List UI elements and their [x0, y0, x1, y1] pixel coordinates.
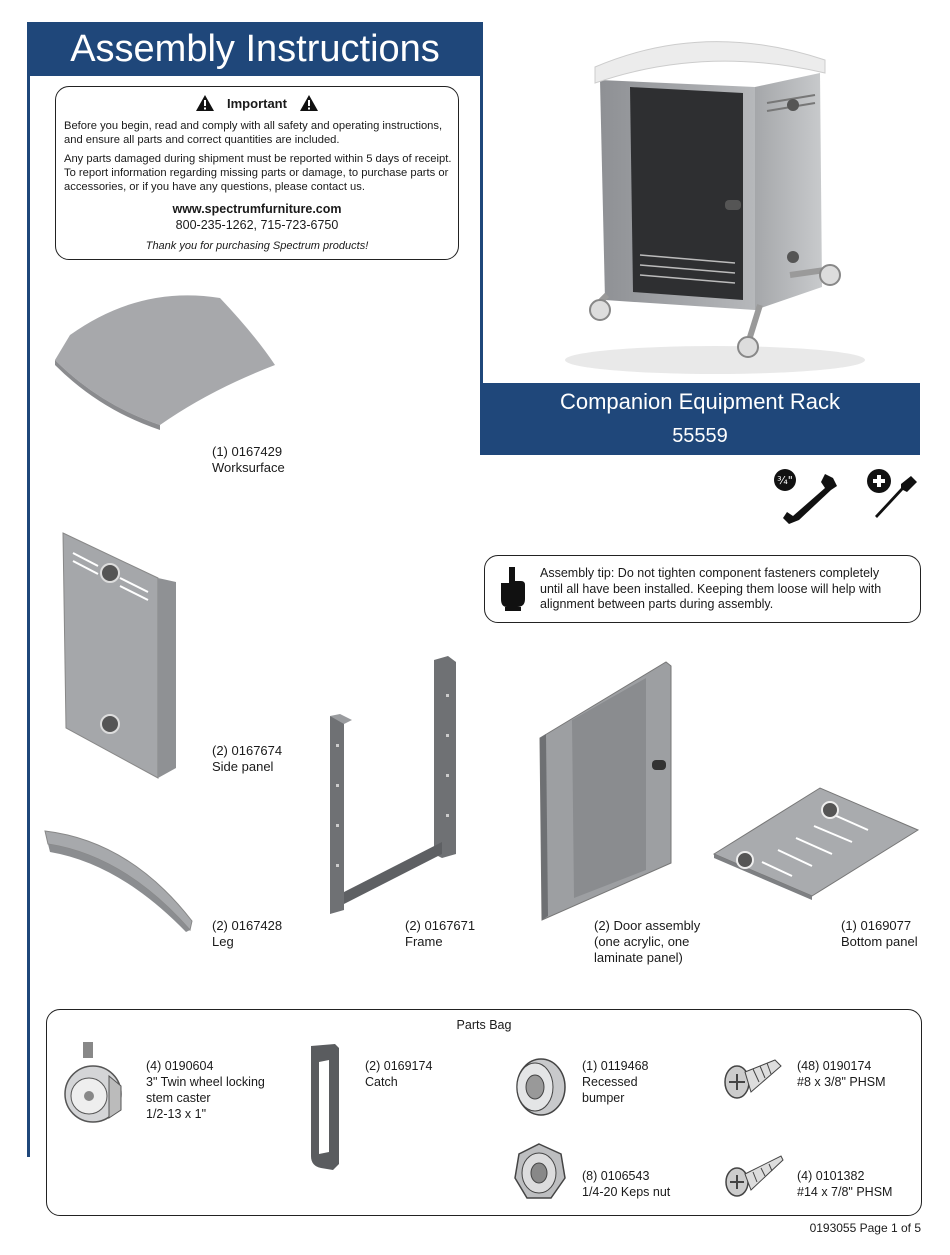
item-line2: bumper	[582, 1091, 625, 1105]
wrench-size-label: ¾"	[777, 474, 793, 487]
equipment-rack-photo	[565, 41, 865, 374]
tip-line-2: until all have been installed. Keeping t…	[540, 581, 882, 596]
part-name: Frame	[405, 934, 443, 949]
item-part-number: (8) 0106543	[582, 1169, 650, 1183]
side-panel-illustration	[62, 532, 176, 779]
part-name-line2: laminate panel)	[594, 950, 683, 965]
part-number: (2) Door assembly	[594, 918, 701, 933]
caster-label: (4) 0190604 3" Twin wheel locking stem c…	[146, 1058, 265, 1122]
product-number: 55559	[672, 425, 728, 447]
important-notice-box: Important Before you begin, read and com…	[55, 86, 459, 260]
door-assembly-illustration	[539, 661, 672, 921]
assembly-tip-text: Assembly tip: Do not tighten component f…	[540, 566, 915, 613]
item-part-number: (1) 0119468	[582, 1059, 649, 1073]
item-line2: stem caster	[146, 1091, 211, 1105]
parts-bag-box: Parts Bag (4) 0190604 3" Twin wheel lock…	[46, 1009, 922, 1216]
long-screw-icon	[725, 1155, 784, 1197]
assembly-tip-box: Assembly tip: Do not tighten component f…	[484, 555, 921, 623]
part-number: (1) 0167429	[212, 444, 283, 459]
left-border-rule	[27, 22, 30, 1157]
phone-numbers: 800-235-1262, 715-723-6750	[175, 218, 339, 232]
part-number: (2) 0167671	[405, 918, 476, 933]
item-part-number: (4) 0190604	[146, 1059, 214, 1073]
catch-label: (2) 0169174 Catch	[365, 1058, 432, 1090]
pan-head-screw-icon	[724, 1059, 782, 1099]
important-para2-line3: accessories, or if you have any question…	[64, 181, 365, 193]
keps-nut-label: (8) 0106543 1/4-20 Keps nut	[582, 1168, 670, 1200]
frame-illustration	[330, 656, 456, 914]
item-part-number: (4) 0101382	[797, 1169, 865, 1183]
important-heading: Important	[56, 94, 458, 112]
tip-line-1: Assembly tip: Do not tighten component f…	[540, 566, 880, 580]
bumper-icon	[516, 1058, 566, 1116]
pointing-hand-icon	[501, 567, 525, 611]
leg-illustration	[44, 830, 193, 932]
important-para1-line1: Before you begin, read and comply with a…	[64, 120, 443, 132]
part-name: Bottom panel	[841, 934, 918, 949]
product-name: Companion Equipment Rack	[559, 389, 841, 414]
website-link[interactable]: www.spectrumfurniture.com	[172, 202, 342, 216]
photo-frame-rule	[480, 22, 483, 455]
part-side-panel-label: (2) 0167674 Side panel	[212, 743, 282, 775]
item-line1: 1/4-20 Keps nut	[582, 1185, 671, 1199]
part-frame-label: (2) 0167671 Frame	[405, 918, 475, 950]
keps-nut-icon	[514, 1143, 566, 1199]
item-part-number: (48) 0190174	[797, 1059, 872, 1073]
part-door-assembly-label: (2) Door assembly (one acrylic, one lami…	[594, 918, 700, 966]
item-line1: #14 x 7/8" PHSM	[797, 1185, 893, 1199]
part-number: (2) 0167674	[212, 743, 283, 758]
bumper-label: (1) 0119468 Recessed bumper	[582, 1058, 649, 1106]
part-leg-label: (2) 0167428 Leg	[212, 918, 282, 950]
thank-you-note: Thank you for purchasing Spectrum produc…	[145, 240, 369, 252]
part-worksurface-label: (1) 0167429 Worksurface	[212, 444, 285, 476]
warning-icon	[196, 95, 215, 111]
parts-bag-title: Parts Bag	[456, 1018, 512, 1032]
part-name: Worksurface	[212, 460, 285, 475]
item-line1: Recessed	[582, 1075, 638, 1089]
item-line1: #8 x 3/8" PHSM	[797, 1075, 886, 1089]
important-para2-line1: Any parts damaged during shipment must b…	[64, 153, 452, 165]
bottom-panel-illustration	[712, 787, 920, 900]
page-title: Assembly Instructions	[27, 22, 483, 74]
page-footer: 0193055 Page 1 of 5	[809, 1221, 921, 1235]
item-line3: 1/2-13 x 1"	[146, 1107, 207, 1121]
part-bottom-panel-label: (1) 0169077 Bottom panel	[841, 918, 918, 950]
phillips-screwdriver-icon	[867, 469, 917, 518]
wrench-icon: ¾"	[774, 469, 837, 524]
screw-8-label: (48) 0190174 #8 x 3/8" PHSM	[797, 1058, 886, 1090]
important-heading-text: Important	[227, 95, 287, 111]
screw-14-label: (4) 0101382 #14 x 7/8" PHSM	[797, 1168, 892, 1200]
caster-icon	[64, 1042, 122, 1123]
item-line1: 3" Twin wheel locking	[146, 1075, 265, 1089]
title-underline	[27, 74, 483, 76]
item-line1: Catch	[365, 1075, 398, 1089]
worksurface-illustration	[55, 295, 275, 430]
part-number: (1) 0169077	[841, 918, 912, 933]
part-name: Side panel	[212, 759, 274, 774]
part-number: (2) 0167428	[212, 918, 283, 933]
tip-line-3: alignment between parts during assembly.	[540, 597, 774, 611]
part-name: Leg	[212, 934, 234, 949]
warning-icon	[299, 95, 318, 111]
product-title-bar: Companion Equipment Rack 55559	[480, 383, 920, 455]
catch-icon	[311, 1044, 339, 1170]
important-para1-line2: and ensure all parts and correct quantit…	[64, 134, 340, 146]
important-para2-line2: To report information regarding missing …	[64, 167, 449, 179]
item-part-number: (2) 0169174	[365, 1059, 433, 1073]
part-name: (one acrylic, one	[594, 934, 690, 949]
